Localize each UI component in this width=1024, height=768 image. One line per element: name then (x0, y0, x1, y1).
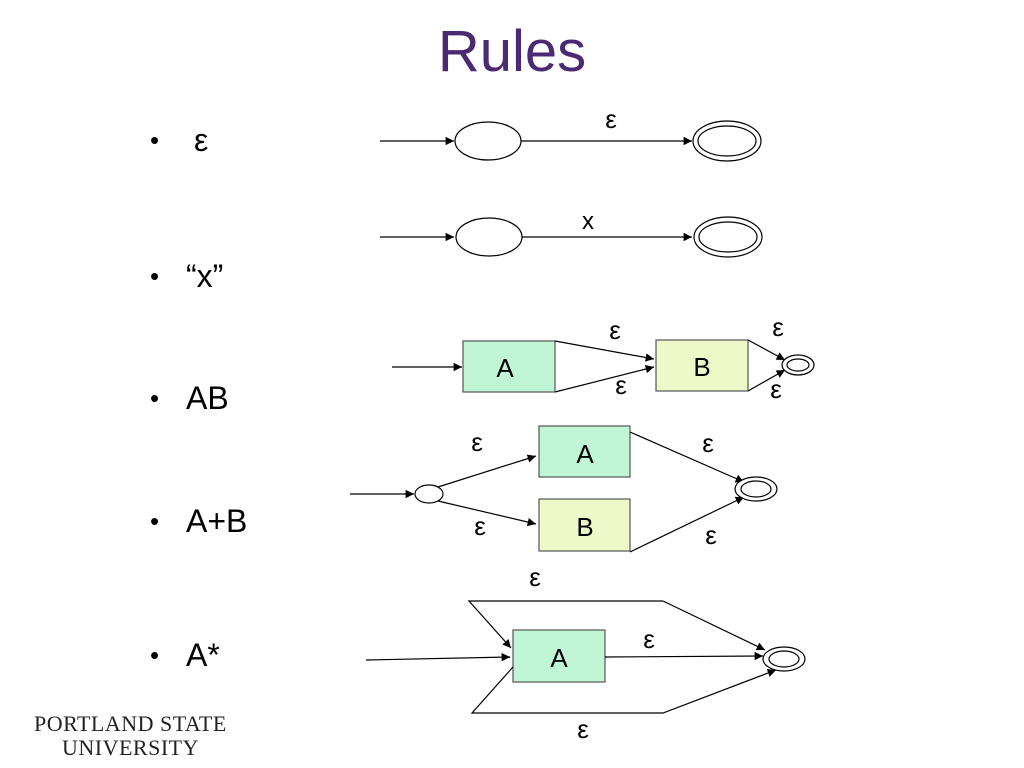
edge-label: ε (471, 427, 483, 457)
edge-start-a (437, 454, 537, 488)
start-state (454, 121, 522, 161)
box-a-label: A (496, 353, 514, 383)
logo-line-1: PORTLAND STATE (34, 711, 227, 736)
bullet-label: AB (186, 380, 229, 416)
diagram-epsilon (380, 120, 762, 162)
bypass-bottom-edge (470, 666, 777, 714)
edge-b-accept-bottom (747, 369, 786, 392)
box-b (538, 498, 631, 552)
start-state (455, 217, 523, 257)
box-a (512, 629, 606, 683)
logo-line-2: UNIVERSITY (62, 735, 199, 760)
bullet-dot: • (150, 261, 160, 291)
bullet-ab: • AB (150, 380, 229, 417)
bullet-label: A+B (186, 503, 248, 539)
edge-label: x (582, 208, 594, 235)
box-b-label: B (576, 512, 593, 542)
slide-title: Rules (437, 19, 587, 84)
edge-label: ε (529, 562, 541, 592)
edge-label: ε (609, 315, 621, 345)
diagram-x (380, 216, 763, 258)
diagram-concat (392, 339, 815, 393)
accept-state-inner (697, 125, 757, 157)
bullet-label: ε (194, 122, 209, 158)
edge-top-accept (662, 600, 766, 651)
edge-a-b-bottom (554, 364, 655, 393)
box-a (462, 340, 556, 393)
start-arrow (365, 652, 511, 662)
edge-label: ε (772, 312, 784, 342)
bullet-x: • “x” (150, 258, 223, 295)
accept-state-inner (786, 358, 810, 372)
bullet-dot: • (150, 506, 160, 536)
edge-label: ε (702, 428, 714, 458)
bullet-a-plus-b: • A+B (150, 503, 247, 540)
box-a-label: A (576, 439, 594, 469)
box-a-label: A (550, 643, 568, 673)
start-state (414, 484, 444, 504)
box-b-label: B (693, 352, 710, 382)
edge-a-b-top (554, 340, 655, 362)
edge-label: ε (705, 520, 717, 550)
edge-label: ε (577, 714, 589, 744)
box-b (655, 339, 749, 392)
accept-state-inner (768, 650, 800, 668)
accept-state-inner (698, 221, 758, 253)
university-logo: PORTLAND STATE UNIVERSITY (34, 712, 227, 760)
edge-label: ε (474, 511, 486, 541)
bullet-epsilon: • ε (150, 122, 208, 159)
bullet-dot: • (150, 125, 160, 155)
edge-b-accept (629, 496, 745, 553)
bullet-a-star: • A* (150, 637, 220, 674)
edge-a-accept (629, 431, 745, 483)
diagram-union (350, 425, 778, 553)
bullet-dot: • (150, 640, 160, 670)
edge-label: ε (643, 624, 655, 654)
bullet-label: “x” (186, 258, 224, 294)
accept-state-inner (740, 480, 772, 498)
edge-label: ε (770, 374, 782, 404)
bypass-top-edge (467, 600, 663, 649)
edge-label: ε (615, 370, 627, 400)
box-a (538, 425, 631, 478)
edge-a-accept (604, 651, 764, 661)
edge-label: ε (605, 104, 617, 134)
edge-start-b (437, 500, 537, 527)
bullet-label: A* (186, 637, 220, 673)
bullet-dot: • (150, 383, 160, 413)
edge-b-accept-top (747, 339, 786, 361)
diagram-star (365, 600, 806, 714)
